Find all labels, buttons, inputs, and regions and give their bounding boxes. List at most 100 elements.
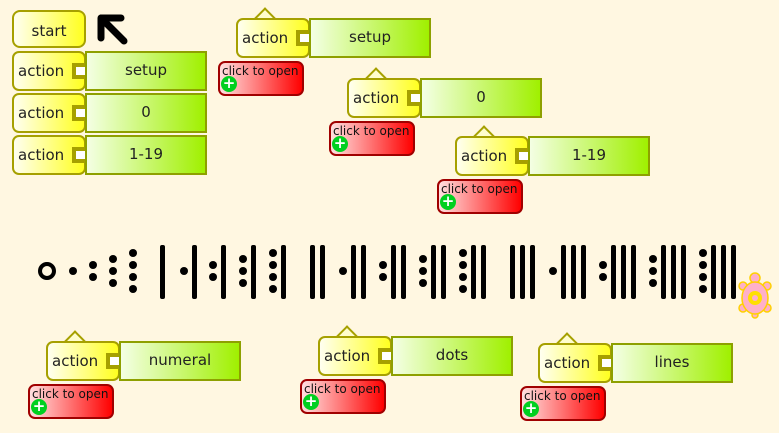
action-label: action: [52, 352, 99, 370]
action-block-setup[interactable]: action: [236, 7, 310, 58]
dot: [649, 279, 657, 287]
click-to-open-label: click to open: [222, 64, 299, 78]
dot: [269, 249, 277, 257]
bar: [441, 245, 446, 299]
click-to-open-button[interactable]: click to open+: [437, 179, 523, 214]
dot: [379, 261, 387, 269]
action-label: action: [353, 89, 400, 107]
action-block-dots[interactable]: action: [318, 325, 392, 376]
dot: [209, 261, 217, 269]
action-name-setup[interactable]: setup: [309, 18, 431, 58]
bar: [510, 245, 515, 299]
action-block-0[interactable]: action: [347, 67, 421, 118]
bar: [721, 245, 726, 299]
bar: [611, 245, 616, 299]
bar: [361, 245, 366, 299]
bar: [401, 245, 406, 299]
bar: [391, 245, 396, 299]
dot: [599, 273, 607, 281]
action-name-lines[interactable]: lines: [611, 343, 733, 383]
start-block[interactable]: start: [12, 10, 86, 48]
dot: [239, 255, 247, 263]
dot: [599, 261, 607, 269]
stack-action-block[interactable]: action: [12, 51, 86, 91]
action-label: action: [242, 29, 289, 47]
dot: [459, 273, 467, 281]
stack-action-name[interactable]: 0: [85, 93, 207, 133]
dot: [89, 261, 97, 269]
bar: [192, 245, 197, 299]
dot: [699, 285, 707, 293]
action-name-text: 0: [476, 88, 486, 106]
dot: [269, 261, 277, 269]
socket-icon: [407, 90, 421, 106]
socket-icon: [106, 353, 120, 369]
start-label: start: [31, 22, 67, 40]
action-block-numeral[interactable]: action: [46, 330, 120, 381]
action-name-1-19[interactable]: 1-19: [528, 136, 650, 176]
bar: [631, 245, 636, 299]
action-name-text: dots: [435, 346, 469, 364]
dot: [239, 279, 247, 287]
action-block-1-19[interactable]: action: [455, 125, 529, 176]
click-to-open-button[interactable]: click to open+: [28, 384, 114, 419]
dot: [129, 261, 137, 269]
bar: [481, 245, 486, 299]
stack-action-block[interactable]: action: [12, 135, 86, 175]
dot: [180, 267, 188, 275]
action-label: action: [544, 354, 591, 372]
socket-icon: [72, 63, 86, 79]
bar: [621, 245, 626, 299]
dot: [419, 255, 427, 263]
stack-action-name[interactable]: setup: [85, 51, 207, 91]
click-to-open-button[interactable]: click to open+: [218, 61, 304, 96]
action-name-text: setup: [125, 61, 167, 79]
bar: [320, 245, 325, 299]
action-name-dots[interactable]: dots: [391, 336, 513, 376]
dot: [459, 249, 467, 257]
bar: [530, 245, 535, 299]
action-name-text: 1-19: [571, 146, 607, 164]
bar: [561, 245, 566, 299]
dot: [419, 279, 427, 287]
arrow-up-left-icon[interactable]: [95, 12, 129, 46]
bar: [281, 245, 286, 299]
bar: [351, 245, 356, 299]
dot: [459, 261, 467, 269]
stack-action-name[interactable]: 1-19: [85, 135, 207, 175]
dot: [699, 249, 707, 257]
plus-icon: +: [332, 134, 348, 152]
bar: [711, 245, 716, 299]
turtle-icon[interactable]: [737, 272, 773, 320]
action-name-numeral[interactable]: numeral: [119, 341, 241, 381]
click-to-open-button[interactable]: click to open+: [520, 386, 606, 421]
action-name-text: 1-19: [128, 145, 164, 163]
dot: [109, 255, 117, 263]
socket-icon: [296, 30, 310, 46]
bar: [221, 245, 226, 299]
dot: [649, 255, 657, 263]
action-name-text: lines: [654, 353, 690, 371]
bar: [571, 245, 576, 299]
action-label: action: [18, 146, 65, 164]
action-name-text: numeral: [148, 351, 212, 369]
plus-icon: +: [221, 74, 237, 92]
bar: [160, 245, 165, 299]
dot: [69, 267, 77, 275]
plus-icon: +: [303, 392, 319, 410]
bar: [310, 245, 315, 299]
dot: [109, 267, 117, 275]
plus-icon: +: [440, 192, 456, 210]
action-name-0[interactable]: 0: [420, 78, 542, 118]
bar: [520, 245, 525, 299]
stack-action-block[interactable]: action: [12, 93, 86, 133]
dot: [269, 285, 277, 293]
click-to-open-button[interactable]: click to open+: [300, 379, 386, 414]
dot: [269, 273, 277, 281]
bar: [671, 245, 676, 299]
click-to-open-button[interactable]: click to open+: [329, 121, 415, 156]
dot: [129, 273, 137, 281]
action-block-lines[interactable]: action: [538, 332, 612, 383]
dot: [549, 267, 557, 275]
socket-icon: [72, 105, 86, 121]
